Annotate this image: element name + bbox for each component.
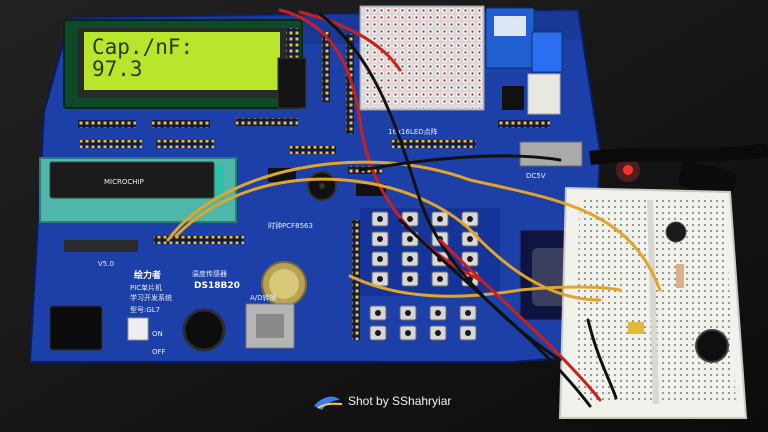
keypad-key-cap xyxy=(407,276,413,282)
model-label: 型号:GL7 xyxy=(130,305,160,314)
dc-label: DC5V xyxy=(526,172,546,180)
keypad-key-cap xyxy=(467,236,473,242)
keypad-key-cap xyxy=(407,216,413,222)
power-jack xyxy=(49,305,103,351)
keypad-key-cap xyxy=(375,330,381,336)
dip-microcontroller: MICROCHIP xyxy=(49,161,215,199)
keypad-key-cap xyxy=(377,276,383,282)
potentiometer-knob xyxy=(695,329,729,363)
led-matrix xyxy=(359,5,485,111)
keypad-key-cap xyxy=(377,236,383,242)
keypad-key-cap xyxy=(465,310,471,316)
keypad-key-cap xyxy=(375,310,381,316)
brand-label: 绘力者 xyxy=(134,269,161,281)
switch-off-label: OFF xyxy=(152,348,166,356)
keypad-key-cap xyxy=(467,216,473,222)
power-led xyxy=(623,165,633,175)
lcd-screen xyxy=(84,32,280,90)
keypad-key-cap xyxy=(435,330,441,336)
watermark-text: Shot by SShahryiar xyxy=(348,394,451,408)
lcd-module: Cap./nF: 97.3 xyxy=(63,19,303,109)
electrolytic-capacitor xyxy=(665,221,687,243)
ceramic-capacitor xyxy=(628,322,644,334)
keypad-lower-keys xyxy=(369,305,477,341)
temp-sensor-label: DS18B20 xyxy=(194,281,240,291)
power-switch xyxy=(127,317,149,341)
dev-system-label: 学习开发系统 xyxy=(130,293,172,302)
keypad-key-cap xyxy=(437,276,443,282)
keypad-key-cap xyxy=(407,236,413,242)
rtc-battery xyxy=(261,261,307,307)
keypad-key-cap xyxy=(465,330,471,336)
large-buzzer xyxy=(182,308,226,352)
lcd-line-1: Cap./nF: xyxy=(92,35,193,59)
lcd-line-2: 97.3 xyxy=(92,57,143,81)
rtc-label: 时钟PCF8563 xyxy=(268,221,313,230)
matrix-label: 16x16LED点阵 xyxy=(388,127,438,136)
pic-label: PIC单片机 xyxy=(130,283,162,292)
ic-chip-2 xyxy=(356,184,386,196)
relay xyxy=(485,7,563,115)
chip-brand-text: MICROCHIP xyxy=(104,178,144,186)
switch-on-label: ON xyxy=(152,330,163,338)
ic-chip-3 xyxy=(502,86,524,110)
watermark: Shot by SShahryiar xyxy=(314,394,451,410)
keypad-key-cap xyxy=(405,310,411,316)
keypad-key-cap xyxy=(407,256,413,262)
seven-segment-display xyxy=(277,57,307,109)
keypad-key-cap xyxy=(377,256,383,262)
keypad-key-cap xyxy=(435,310,441,316)
ad-potentiometer xyxy=(245,303,295,349)
power-cable xyxy=(589,143,768,165)
keypad-key-cap xyxy=(405,330,411,336)
temp-sensor-label-cn: 温度传感器 xyxy=(192,269,227,278)
usb-connector xyxy=(519,141,583,167)
resistor xyxy=(676,264,684,288)
keypad-key-cap xyxy=(377,216,383,222)
jumper-wires xyxy=(166,8,662,408)
breadboard xyxy=(558,186,748,419)
ad-label: A/D转换 xyxy=(250,293,277,302)
keypad-key-cap xyxy=(437,216,443,222)
keypad-key-cap xyxy=(467,256,473,262)
version-label: V5.0 xyxy=(98,260,114,268)
